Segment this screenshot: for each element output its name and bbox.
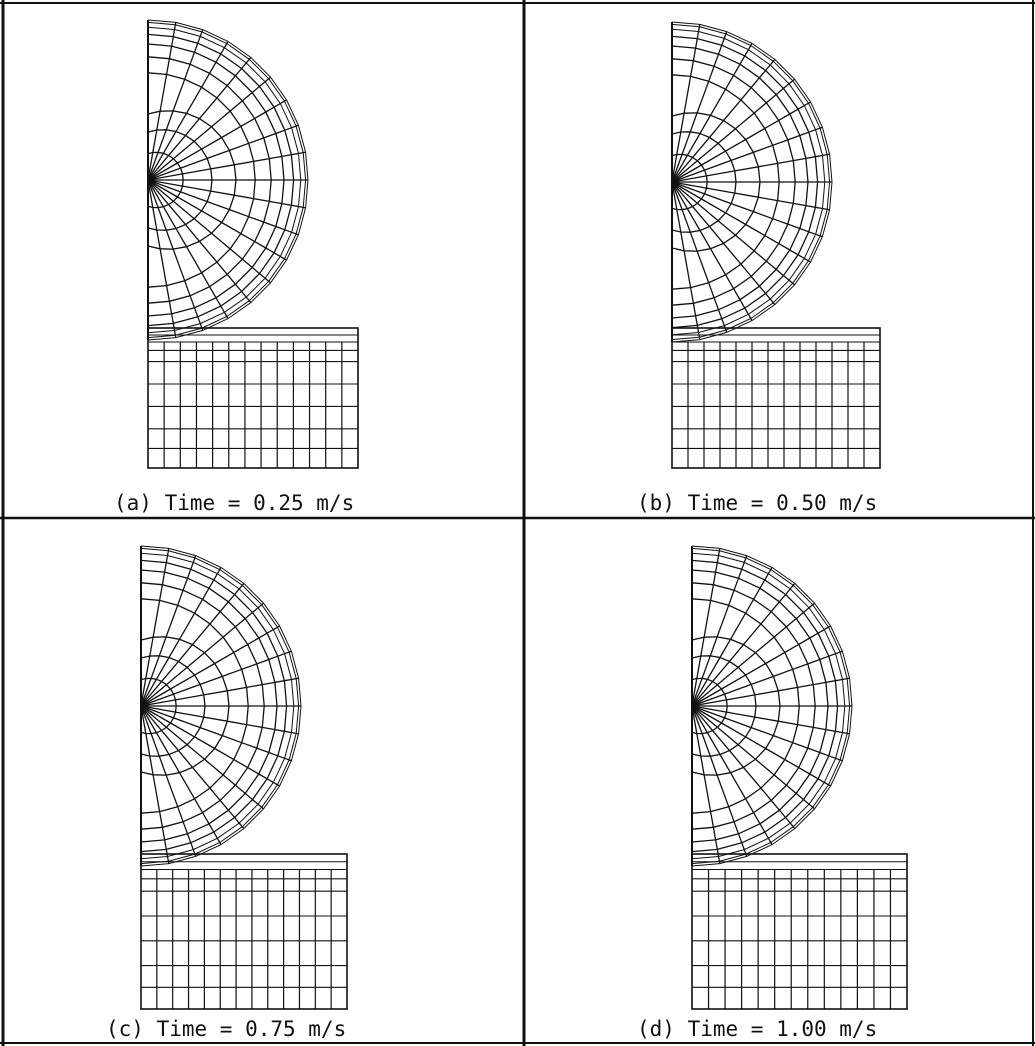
panel-a-caption: (a) Time = 0.25 m/s — [114, 491, 354, 515]
mesh-arc — [671, 153, 708, 211]
mesh-arc — [140, 636, 230, 776]
mesh-arc — [691, 598, 800, 814]
mesh-arc — [140, 569, 278, 843]
target-slab — [140, 853, 348, 1010]
mesh-arc — [691, 677, 728, 735]
mesh-arc — [691, 552, 846, 860]
mesh-arc — [140, 677, 177, 735]
mesh-b — [671, 21, 881, 469]
panel-c: (c) Time = 0.75 m/s — [106, 545, 348, 1041]
mesh-arc — [147, 129, 213, 231]
panel-d: (d) Time = 1.00 m/s — [637, 545, 908, 1041]
panel-c-caption: (c) Time = 0.75 m/s — [106, 1017, 346, 1041]
panel-b: (b) Time = 0.50 m/s — [637, 21, 881, 515]
target-slab — [691, 853, 908, 1010]
panel-a: (a) Time = 0.25 m/s — [114, 19, 359, 515]
mesh-arc — [147, 56, 272, 304]
mesh-arc — [147, 72, 256, 288]
mesh-c — [140, 545, 348, 1010]
mesh-arc — [691, 636, 781, 776]
mesh-arc — [671, 23, 831, 341]
mesh-arc — [671, 112, 761, 252]
target-slab — [147, 327, 359, 469]
mesh-arc — [147, 33, 295, 327]
mesh-arc — [691, 655, 757, 757]
mesh-arc — [140, 598, 249, 814]
mesh-arc — [671, 131, 737, 233]
mesh-arc — [147, 26, 302, 334]
mesh-arc — [147, 21, 307, 339]
mesh-arc — [147, 110, 237, 250]
mesh-arc — [671, 35, 819, 329]
mesh-arc — [140, 552, 295, 860]
target-slab — [671, 327, 881, 469]
mesh-arc — [140, 582, 265, 830]
mesh-arc — [671, 58, 796, 306]
panel-d-caption: (d) Time = 1.00 m/s — [637, 1017, 877, 1041]
mesh-arc — [140, 655, 206, 757]
panel-b-caption: (b) Time = 0.50 m/s — [637, 491, 877, 515]
mesh-arc — [147, 19, 309, 341]
mesh-arc — [691, 569, 829, 843]
mesh-a — [147, 19, 359, 469]
mesh-arc — [147, 151, 184, 209]
mesh-arc — [691, 547, 851, 865]
mesh-arc — [147, 43, 285, 317]
mesh-arc — [671, 28, 826, 336]
mesh-arc — [671, 21, 833, 343]
mesh-arc — [140, 547, 300, 865]
mesh-arc — [691, 582, 816, 830]
mesh-arc — [140, 545, 302, 867]
mesh-d — [691, 545, 908, 1010]
mesh-arc — [671, 74, 780, 290]
mesh-arc — [691, 559, 839, 853]
mesh-arc — [691, 545, 853, 867]
mesh-arc — [671, 45, 809, 319]
mesh-arc — [140, 559, 288, 853]
